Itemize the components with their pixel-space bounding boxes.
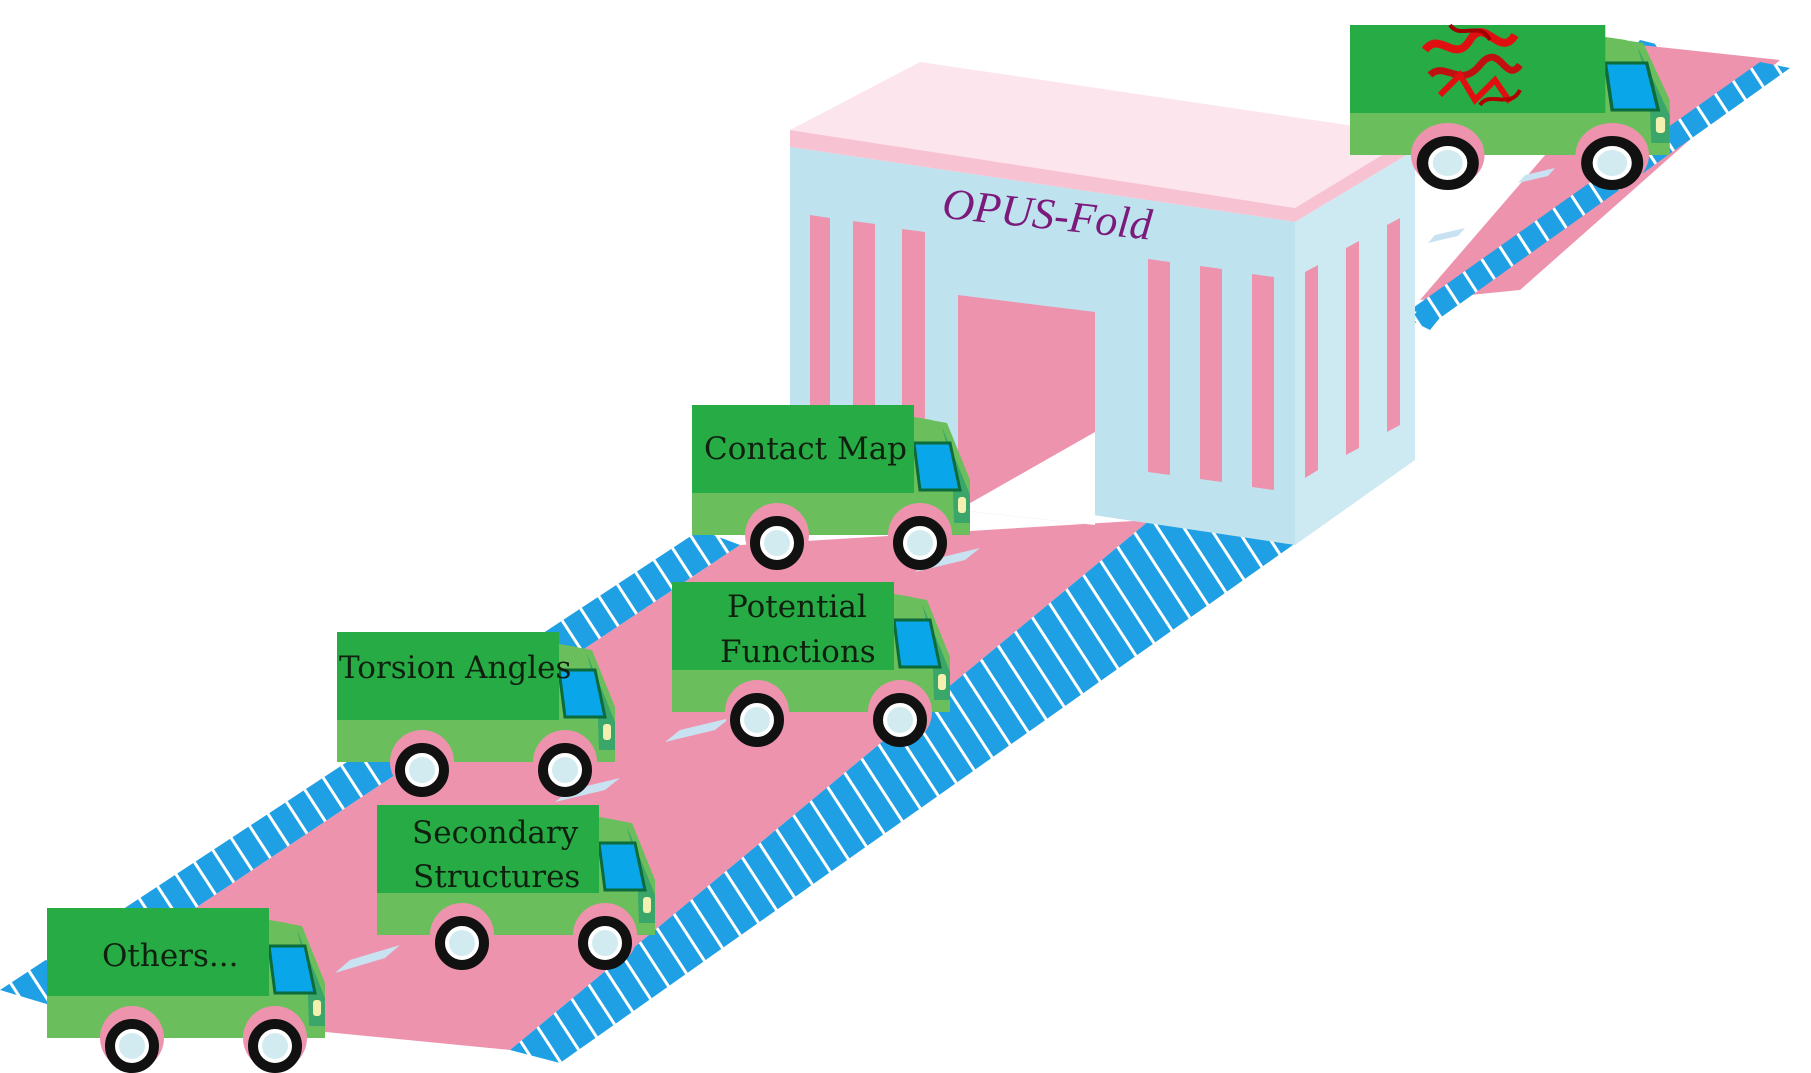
building-pillar: [853, 221, 875, 425]
truck-secondary-structures: Secondary Structures: [377, 805, 655, 967]
protein-ribbon-icon: [1421, 23, 1523, 107]
opus-fold-building: OPUS-Fold: [790, 62, 1415, 545]
building-roof: [790, 62, 1415, 208]
truck-potential-functions: Potential Functions: [672, 582, 950, 744]
building-pillar: [1252, 274, 1274, 490]
truck-label-potential-functions-line2: Functions: [720, 634, 876, 670]
building-pillar: [1387, 218, 1400, 432]
truck-label-torsion-angles: Torsion Angles: [339, 650, 571, 686]
truck-label-secondary-structures-line2: Structures: [413, 859, 580, 895]
building-gate-floor: [958, 432, 1095, 525]
lane-marking: [335, 945, 400, 973]
lane-marking: [1518, 168, 1555, 183]
road-stripe-right: [510, 520, 1300, 1063]
building-pillar: [1200, 266, 1222, 482]
truck-torsion-angles: Torsion Angles: [337, 632, 615, 794]
truck-contact-map: Contact Map: [692, 405, 970, 567]
truck-others: Others...: [47, 908, 325, 1070]
truck-label-potential-functions-line1: Potential: [727, 589, 867, 625]
building-roof-edge-side: [1295, 135, 1415, 222]
lane-marking: [1428, 228, 1465, 243]
truck-label-others: Others...: [102, 938, 238, 974]
building-pillar: [1148, 259, 1170, 475]
building-pillar: [1305, 265, 1318, 478]
lane-marking: [665, 718, 730, 742]
road-stripe-far-right: [1410, 62, 1790, 318]
truck-label-contact-map: Contact Map: [704, 431, 907, 467]
building-roof-edge-front: [790, 130, 1295, 222]
building-pillar: [902, 229, 925, 432]
building-pillar: [1346, 241, 1359, 455]
building-pillar: [810, 215, 830, 420]
truck-label-secondary-structures-line1: Secondary: [412, 815, 579, 851]
